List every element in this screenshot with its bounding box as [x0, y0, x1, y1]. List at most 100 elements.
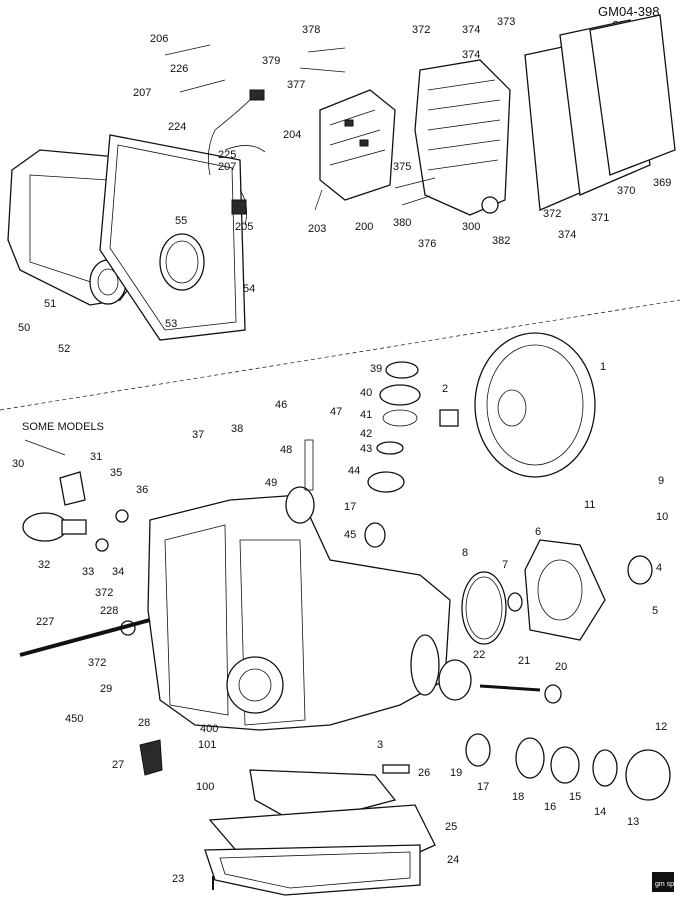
- callout-31: 31: [90, 451, 102, 463]
- callout-374: 374: [558, 229, 576, 241]
- callout-370: 370: [617, 185, 635, 197]
- wiring-harness: [207, 94, 266, 226]
- callout-54: 54: [243, 283, 255, 295]
- callout-374: 374: [462, 24, 480, 36]
- callout-371: 371: [591, 212, 609, 224]
- gm-spo-logo: gm spo: [652, 872, 678, 892]
- callout-6: 6: [535, 526, 541, 538]
- callout-228: 228: [100, 605, 118, 617]
- callout-372: 372: [88, 657, 106, 669]
- callout-40: 40: [360, 387, 372, 399]
- callout-8: 8: [462, 547, 468, 559]
- callout-100: 100: [196, 781, 214, 793]
- callout-42: 42: [360, 428, 372, 440]
- callout-25: 25: [445, 821, 457, 833]
- pump-seal-ring: [461, 571, 507, 645]
- callout-26: 26: [418, 767, 430, 779]
- callout-14: 14: [594, 806, 606, 818]
- callout-203: 203: [308, 223, 326, 235]
- servo-assembly: [438, 659, 671, 801]
- callout-53: 53: [165, 318, 177, 330]
- oil-pan-lower: [204, 844, 421, 896]
- callout-374: 374: [462, 49, 480, 61]
- callout-43: 43: [360, 443, 372, 455]
- callout-373: 373: [497, 16, 515, 28]
- callout-372: 372: [412, 24, 430, 36]
- o-ring: [115, 509, 129, 523]
- callout-24: 24: [447, 854, 459, 866]
- callout-30: 30: [12, 458, 24, 470]
- callout-32: 32: [38, 559, 50, 571]
- filter-seal-ring: [159, 233, 205, 291]
- callout-12: 12: [655, 721, 667, 733]
- callout-372: 372: [543, 208, 561, 220]
- callout-28: 28: [138, 717, 150, 729]
- callout-5: 5: [652, 605, 658, 617]
- svg-text:gm spo: gm spo: [655, 881, 678, 888]
- oil-seal: [627, 555, 653, 585]
- callout-382: 382: [492, 235, 510, 247]
- valve-body-small: [319, 89, 396, 201]
- callout-22: 22: [473, 649, 485, 661]
- callout-3: 3: [377, 739, 383, 751]
- callout-41: 41: [360, 409, 372, 421]
- callout-207: 207: [218, 161, 236, 173]
- callout-46: 46: [275, 399, 287, 411]
- callout-27: 27: [112, 759, 124, 771]
- callout-55: 55: [175, 215, 187, 227]
- callout-224: 224: [168, 121, 186, 133]
- converter-bushing: [439, 409, 459, 427]
- callout-17: 17: [477, 781, 489, 793]
- section-divider: [0, 299, 680, 411]
- callout-48: 48: [280, 444, 292, 456]
- manual-shaft: [19, 618, 151, 657]
- callout-13: 13: [627, 816, 639, 828]
- pump-housing: [524, 539, 606, 641]
- callout-45: 45: [344, 529, 356, 541]
- callout-37: 37: [192, 429, 204, 441]
- callout-19: 19: [450, 767, 462, 779]
- callout-23: 23: [172, 873, 184, 885]
- accumulator-stack: [285, 361, 421, 548]
- callout-226: 226: [170, 63, 188, 75]
- callout-1: 1: [600, 361, 606, 373]
- callout-21: 21: [518, 655, 530, 667]
- callout-4: 4: [656, 562, 662, 574]
- harness-connector: [249, 89, 265, 101]
- callout-9: 9: [658, 475, 664, 487]
- callout-379: 379: [262, 55, 280, 67]
- callout-29: 29: [100, 683, 112, 695]
- callout-377: 377: [287, 79, 305, 91]
- callout-207: 207: [133, 87, 151, 99]
- callout-225: 225: [218, 149, 236, 161]
- callout-204: 204: [283, 129, 301, 141]
- callout-51: 51: [44, 298, 56, 310]
- callout-10: 10: [656, 511, 668, 523]
- callout-205: 205: [235, 221, 253, 233]
- callout-47: 47: [330, 406, 342, 418]
- callout-17: 17: [344, 501, 356, 513]
- callout-33: 33: [82, 566, 94, 578]
- callout-206: 206: [150, 33, 168, 45]
- callout-300: 300: [462, 221, 480, 233]
- callout-378: 378: [302, 24, 320, 36]
- callout-372: 372: [95, 587, 113, 599]
- callout-18: 18: [512, 791, 524, 803]
- callout-101: 101: [198, 739, 216, 751]
- callout-380: 380: [393, 217, 411, 229]
- spacer-plates: [524, 14, 676, 211]
- torque-converter: [474, 332, 596, 478]
- callout-450: 450: [65, 713, 83, 725]
- callout-369: 369: [653, 177, 671, 189]
- callout-34: 34: [112, 566, 124, 578]
- transmission-case: [147, 494, 451, 731]
- callout-52: 52: [58, 343, 70, 355]
- callout-36: 36: [136, 484, 148, 496]
- callout-2: 2: [442, 383, 448, 395]
- callout-38: 38: [231, 423, 243, 435]
- callout-7: 7: [502, 559, 508, 571]
- callout-227: 227: [36, 616, 54, 628]
- vacuum-modulator: [22, 471, 87, 542]
- bolts-top: [164, 44, 436, 211]
